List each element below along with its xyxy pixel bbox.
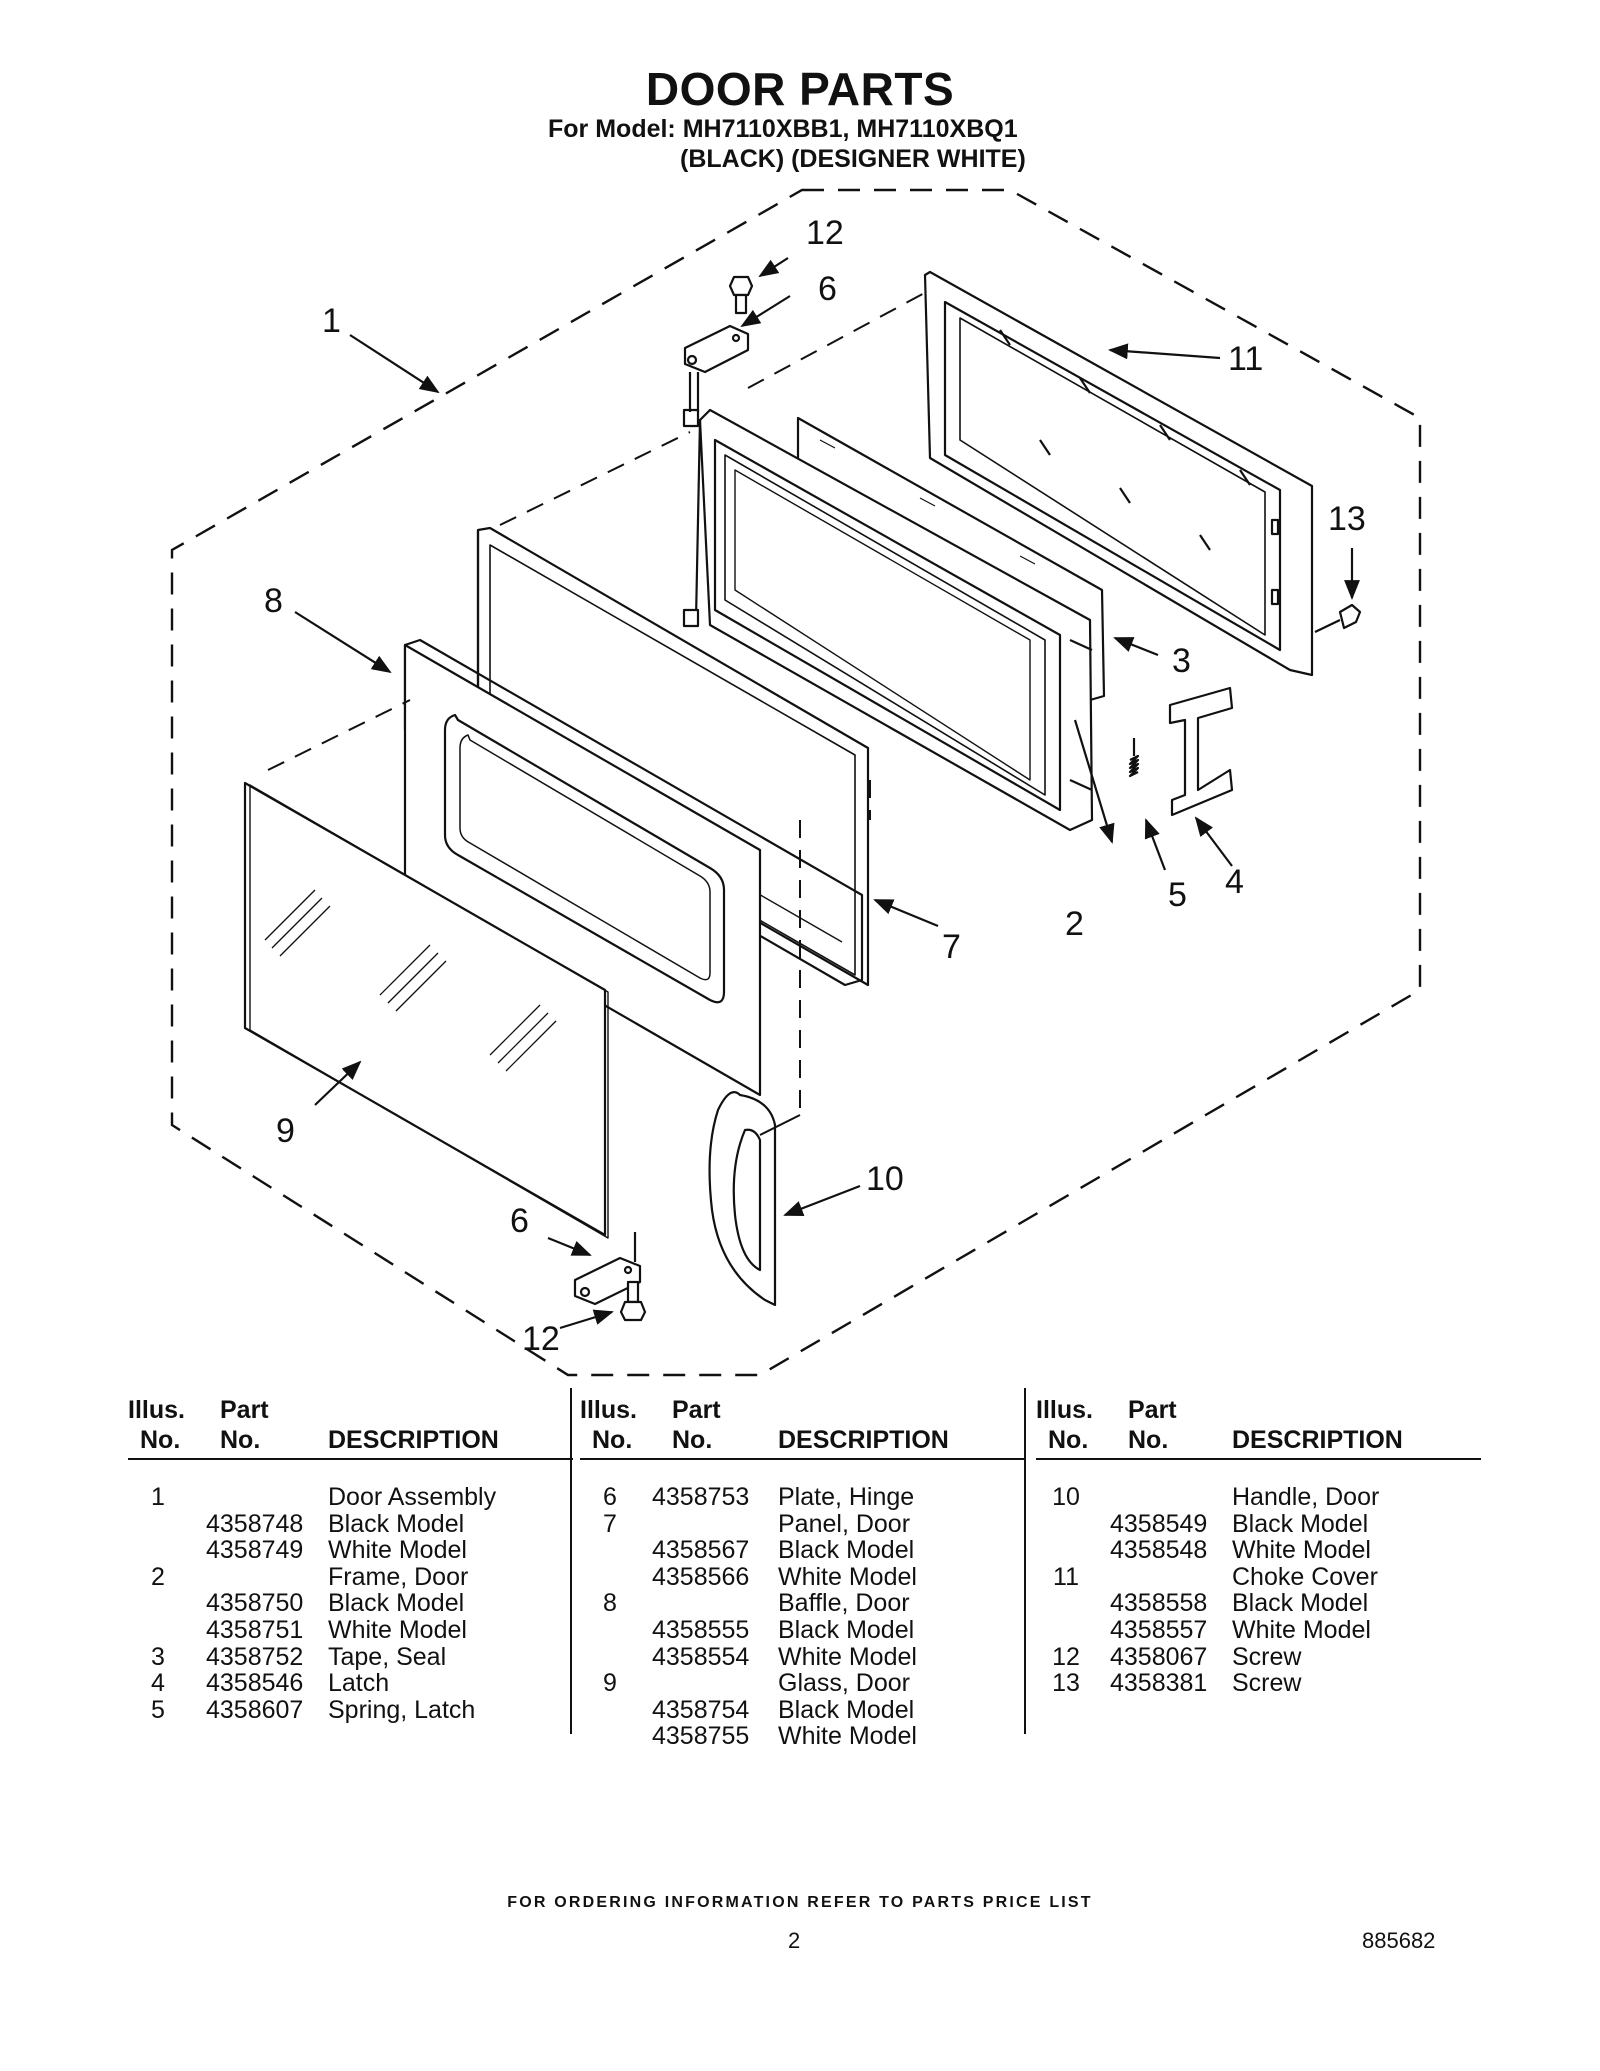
callout-4: 4 xyxy=(1225,863,1244,901)
door-handle xyxy=(708,1091,777,1307)
callout-6-bottom: 6 xyxy=(510,1202,529,1240)
callout-9: 9 xyxy=(276,1112,295,1150)
header-part-2: No. xyxy=(220,1426,261,1454)
header-illus-2: No. xyxy=(592,1426,633,1454)
page-title: DOOR PARTS xyxy=(645,63,955,115)
choke-cover xyxy=(923,270,1314,677)
column-separator xyxy=(1024,1388,1026,1734)
latch-spring xyxy=(1128,738,1140,778)
page-number: 2 xyxy=(788,1928,801,1953)
header-illus-1: Illus. xyxy=(580,1396,637,1424)
callout-1: 1 xyxy=(322,302,341,340)
callout-13: 13 xyxy=(1328,500,1366,538)
header-part-1: Part xyxy=(672,1396,721,1424)
callout-7: 7 xyxy=(942,928,961,966)
callout-2: 2 xyxy=(1065,905,1084,943)
callout-5: 5 xyxy=(1168,876,1187,914)
callout-12-top: 12 xyxy=(806,214,844,252)
header-illus-1: Illus. xyxy=(1036,1396,1093,1424)
callout-3: 3 xyxy=(1172,642,1191,680)
callout-12-bottom: 12 xyxy=(522,1320,560,1358)
door-frame xyxy=(682,408,1094,832)
header-part-2: No. xyxy=(1128,1426,1169,1454)
screw-13 xyxy=(1314,603,1362,633)
ordering-note: FOR ORDERING INFORMATION REFER TO PARTS … xyxy=(507,1894,1093,1911)
exploded-parts-diagram: 1 2 3 4 5 6 6 7 8 9 10 11 12 12 13 xyxy=(170,188,1422,1377)
door-glass xyxy=(243,781,609,1239)
alignment-lines xyxy=(267,289,931,1115)
header-part-1: Part xyxy=(220,1396,269,1424)
bottom-hinge-plate xyxy=(573,1232,642,1306)
table-header: Illus. No. Part No. DESCRIPTION xyxy=(1036,1388,1481,1460)
assembly-boundary xyxy=(170,188,1422,1377)
top-hinge-plate xyxy=(683,324,750,412)
header-description: DESCRIPTION xyxy=(1232,1426,1403,1454)
color-line: (BLACK) (DESIGNER WHITE) xyxy=(680,145,1026,173)
header-illus-2: No. xyxy=(1048,1426,1089,1454)
top-screw xyxy=(728,275,754,315)
door-face-frame xyxy=(403,643,762,1097)
callout-6-top: 6 xyxy=(818,270,837,308)
latch xyxy=(1168,686,1234,817)
document-number: 885682 xyxy=(1362,1928,1436,1953)
table-header: Illus. No. Part No. DESCRIPTION xyxy=(128,1388,573,1460)
column-separator xyxy=(570,1388,572,1734)
callout-10: 10 xyxy=(866,1160,904,1198)
header-part-1: Part xyxy=(1128,1396,1177,1424)
header-description: DESCRIPTION xyxy=(328,1426,499,1454)
callout-11: 11 xyxy=(1228,340,1263,378)
leader-lines xyxy=(294,257,1360,1330)
bottom-screw xyxy=(619,1280,647,1322)
header-description: DESCRIPTION xyxy=(778,1426,949,1454)
header-part-2: No. xyxy=(672,1426,713,1454)
callout-8: 8 xyxy=(264,582,283,620)
header-illus-1: Illus. xyxy=(128,1396,185,1424)
header-illus-2: No. xyxy=(140,1426,181,1454)
model-line: For Model: MH7110XBB1, MH7110XBQ1 xyxy=(548,115,1018,143)
table-header: Illus. No. Part No. DESCRIPTION xyxy=(580,1388,1025,1460)
